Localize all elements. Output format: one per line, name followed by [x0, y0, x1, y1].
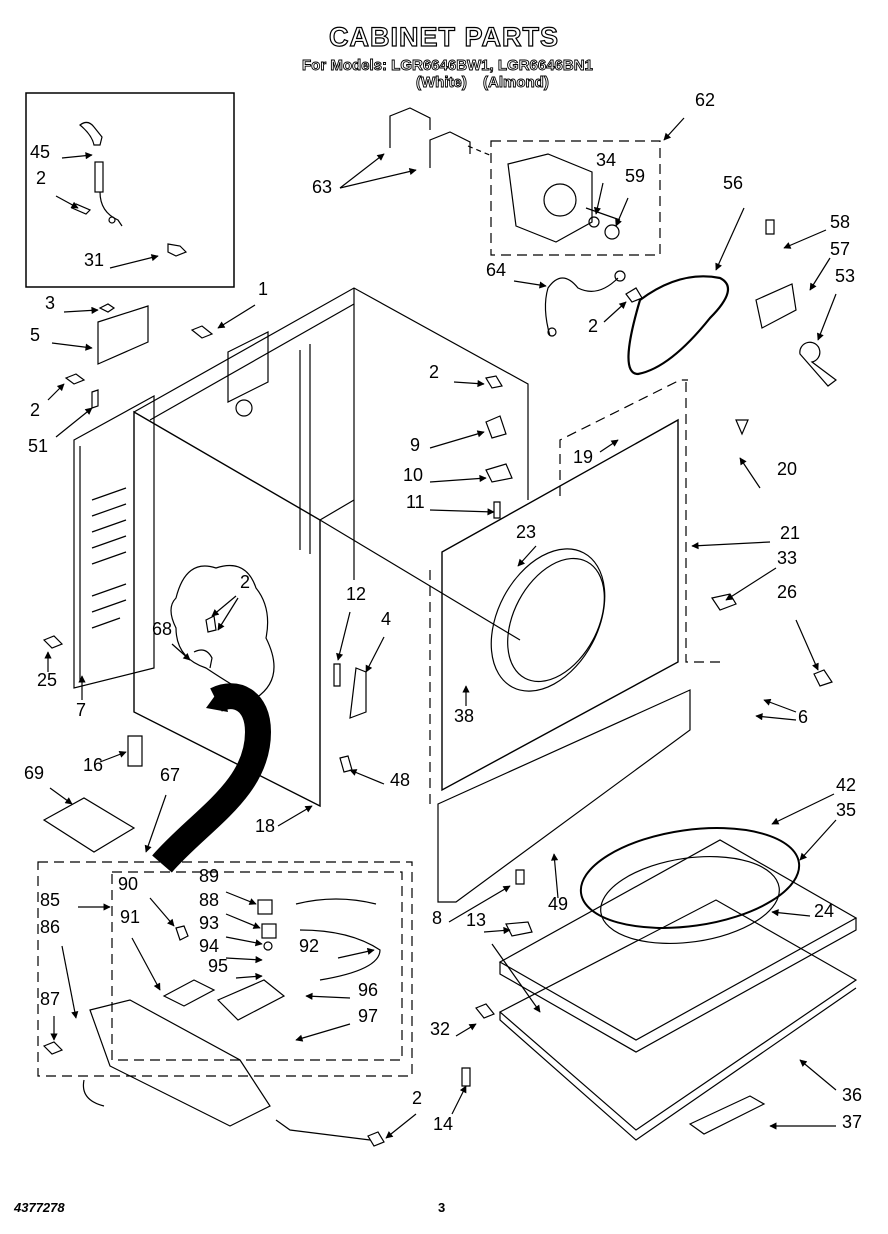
- valve-assembly-box: [111, 871, 403, 1061]
- interior-cutout: [170, 564, 275, 699]
- callout-56: 56: [723, 173, 744, 193]
- callout-37: 37: [842, 1112, 863, 1132]
- foot-pad-69: [42, 797, 136, 853]
- callout-2e: 2: [240, 572, 251, 592]
- callout-25: 25: [37, 670, 58, 690]
- callout-90: 90: [118, 874, 139, 894]
- callout-64: 64: [486, 260, 507, 280]
- exhaust-duct: [152, 683, 272, 873]
- callout-2f: 2: [412, 1088, 423, 1108]
- callout-2a: 2: [36, 168, 47, 188]
- callout-38: 38: [454, 706, 475, 726]
- callout-11: 11: [406, 492, 425, 512]
- callout-92: 92: [299, 936, 320, 956]
- idler-pulley-53: [799, 341, 837, 387]
- callout-59: 59: [625, 166, 646, 186]
- callout-7: 7: [76, 700, 87, 720]
- drive-motor: [507, 153, 621, 243]
- callout-63: 63: [312, 177, 333, 197]
- callout-95: 95: [208, 956, 229, 976]
- callout-19: 19: [573, 447, 594, 467]
- callout-51: 51: [28, 436, 49, 456]
- motor-clips-63: [389, 107, 471, 168]
- burner-tube: [89, 999, 271, 1127]
- inset-sensor-box: [25, 92, 235, 288]
- callout-62: 62: [695, 90, 716, 110]
- callout-21: 21: [780, 523, 801, 543]
- callout-24: 24: [814, 901, 835, 921]
- access-cover-37: [688, 1095, 766, 1135]
- callout-5: 5: [30, 325, 41, 345]
- callout-45: 45: [30, 142, 51, 162]
- callout-10: 10: [403, 465, 424, 485]
- bottom-tray-36: [498, 899, 858, 1131]
- callout-94: 94: [199, 936, 220, 956]
- callout-49: 49: [548, 894, 569, 914]
- callout-2b: 2: [30, 400, 41, 420]
- callout-20: 20: [777, 459, 798, 479]
- callout-12: 12: [346, 584, 367, 604]
- callout-4: 4: [381, 609, 392, 629]
- cabinet-body-18: [133, 287, 529, 808]
- callout-8: 8: [432, 908, 443, 928]
- model-numbers: For Models: LGR6646BW1, LGR6646BN1: [302, 57, 594, 75]
- callout-34: 34: [596, 150, 617, 170]
- gas-valve: [216, 979, 286, 1021]
- callout-88: 88: [199, 890, 220, 910]
- callout-67: 67: [160, 765, 181, 785]
- callout-16: 16: [83, 755, 104, 775]
- drive-belt-56: [627, 275, 730, 376]
- callout-48: 48: [390, 770, 411, 790]
- page-title: CABINET PARTS: [328, 21, 559, 52]
- callout-35: 35: [836, 800, 857, 820]
- callout-31: 31: [84, 250, 105, 270]
- callout-93: 93: [199, 913, 220, 933]
- toe-panel: [437, 689, 691, 903]
- rear-panel-7: [73, 394, 155, 689]
- model-color-white: (White): [416, 74, 468, 92]
- callout-33: 33: [777, 548, 798, 568]
- callout-6: 6: [798, 707, 809, 727]
- wiring-harness-92: [295, 898, 381, 981]
- callout-2c: 2: [588, 316, 599, 336]
- motor-assembly-box: [490, 140, 661, 256]
- callout-86: 86: [40, 917, 61, 937]
- callout-53: 53: [835, 266, 856, 286]
- callout-18: 18: [255, 816, 276, 836]
- callout-42: 42: [836, 775, 857, 795]
- base-assembly-35: [498, 827, 858, 1053]
- callout-23: 23: [516, 522, 537, 542]
- page-number: 3: [438, 1200, 446, 1215]
- callout-89: 89: [199, 866, 220, 886]
- callout-32: 32: [430, 1019, 451, 1039]
- callout-26: 26: [777, 582, 798, 602]
- bracket-5: [64, 303, 149, 409]
- callout-97: 97: [358, 1006, 379, 1026]
- callout-36: 36: [842, 1085, 863, 1105]
- ground-wire-64: [544, 277, 619, 337]
- callout-1: 1: [258, 279, 269, 299]
- callout-14: 14: [433, 1114, 454, 1134]
- callout-69: 69: [24, 763, 45, 783]
- callout-68: 68: [152, 619, 173, 639]
- callout-13: 13: [466, 910, 487, 930]
- burner-assembly-box: [37, 861, 413, 1077]
- callout-9: 9: [410, 435, 421, 455]
- callout-57: 57: [830, 239, 851, 259]
- callout-3: 3: [45, 293, 56, 313]
- callout-85: 85: [40, 890, 61, 910]
- idler-bracket-57: [755, 283, 797, 329]
- model-color-almond: (Almond): [483, 74, 550, 92]
- callout-58: 58: [830, 212, 851, 232]
- callout-96: 96: [358, 980, 379, 1000]
- callout-2d: 2: [429, 362, 440, 382]
- callout-87: 87: [40, 989, 61, 1009]
- callout-91: 91: [120, 907, 141, 927]
- front-panel-38: [429, 418, 679, 808]
- document-number: 4377278: [14, 1200, 65, 1215]
